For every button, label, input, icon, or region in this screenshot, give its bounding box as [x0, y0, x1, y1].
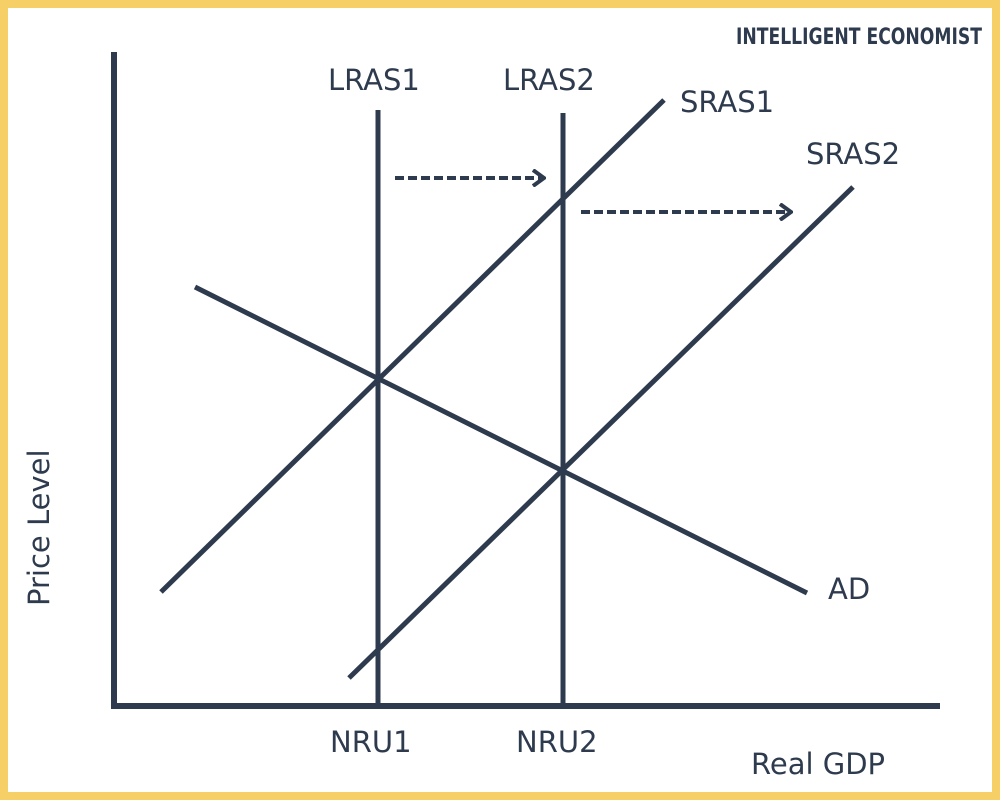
- ad-line: [193, 284, 809, 596]
- lras2-label: LRAS2: [503, 63, 595, 97]
- sras2-label: SRAS2: [806, 137, 900, 171]
- lras1-label: LRAS1: [328, 63, 420, 97]
- brand-logo: INTELLIGENT ECONOMIST: [736, 25, 982, 50]
- ad-label: AD: [828, 572, 870, 606]
- nru1-label: NRU1: [330, 725, 412, 759]
- sras1-label: SRAS1: [680, 85, 774, 119]
- nru2-label: NRU2: [516, 725, 598, 759]
- x-axis-title: Real GDP: [751, 747, 885, 781]
- sras1-line: [159, 98, 666, 594]
- y-axis-title: Price Level: [22, 449, 56, 606]
- sras2-line: [347, 185, 855, 680]
